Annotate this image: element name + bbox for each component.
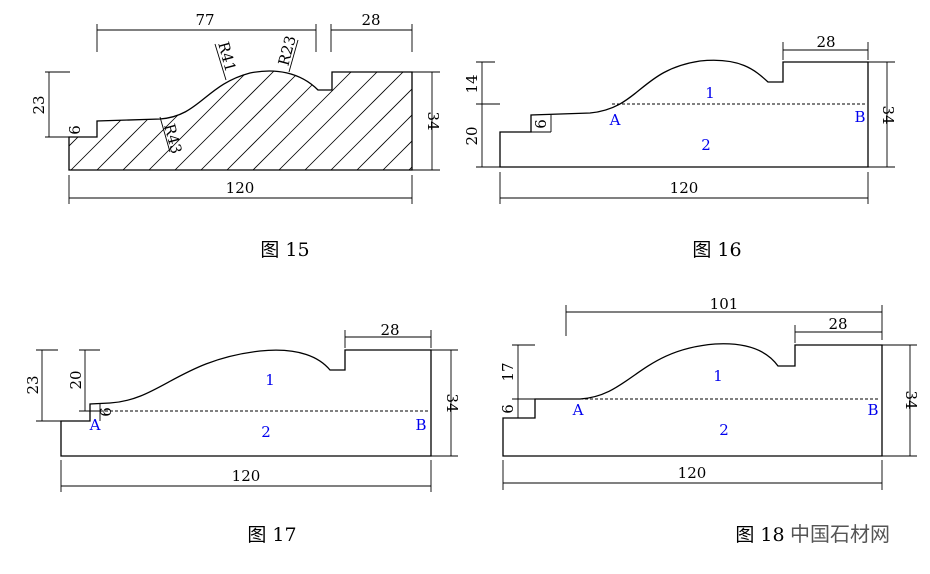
- hatch-line: [169, 71, 281, 170]
- profile-outline: [499, 59, 869, 168]
- hatch-line: [325, 71, 412, 170]
- dim-20: 20: [463, 126, 481, 145]
- dim-20: 20: [67, 370, 85, 389]
- radius-r23: R23: [275, 34, 300, 68]
- point-a: A: [572, 401, 584, 419]
- hatch-line: [403, 71, 412, 170]
- point-b: B: [415, 416, 426, 434]
- hatch-line: [508, 65, 618, 175]
- dim-34: 34: [879, 105, 897, 124]
- hatch-line: [534, 65, 644, 175]
- hatch-line: [351, 71, 412, 170]
- dim-23: 23: [24, 375, 42, 394]
- figure-17: 28 120 23 20 6 34 A B 1 2 图 17: [24, 321, 461, 546]
- dim-6: 6: [97, 407, 115, 417]
- figure-16: 28 120 14 20 6 34 A B 1 2 图 16: [463, 33, 897, 261]
- region-2: 2: [261, 423, 271, 441]
- hatch-line: [247, 71, 359, 170]
- hatch-line: [299, 71, 411, 170]
- dim-28: 28: [828, 315, 847, 333]
- hatch-line: [273, 71, 385, 170]
- dim-120: 120: [226, 179, 255, 197]
- dim-120: 120: [670, 179, 699, 197]
- hatch-line: [143, 71, 255, 170]
- dimension-lines: [36, 330, 458, 492]
- region-2: 2: [719, 421, 729, 439]
- point-a: A: [609, 111, 621, 129]
- hatch-line: [377, 71, 412, 170]
- dim-28: 28: [816, 33, 835, 51]
- dim-77: 77: [195, 11, 214, 29]
- caption-fig15: 图 15: [260, 239, 309, 261]
- region-1: 1: [705, 84, 715, 102]
- dimension-lines: [45, 24, 440, 204]
- radius-r41: R41: [214, 40, 239, 74]
- region-1: 1: [713, 367, 723, 385]
- dim-23: 23: [30, 95, 48, 114]
- caption-fig18: 图 18: [735, 524, 784, 546]
- caption-fig16: 图 16: [692, 239, 741, 261]
- hatch-line: [195, 71, 307, 170]
- dim-34: 34: [424, 111, 442, 130]
- radius-r43: R43: [160, 122, 185, 156]
- dim-6: 6: [499, 404, 517, 414]
- region-2: 2: [701, 136, 711, 154]
- dim-28: 28: [380, 321, 399, 339]
- profile-outline: [502, 343, 883, 457]
- point-b: B: [854, 108, 865, 126]
- dim-120: 120: [232, 467, 261, 485]
- dim-34: 34: [902, 390, 920, 409]
- figure-15: 77 28 120 23 6 34 R41 R23 R43 图 15: [30, 11, 644, 261]
- dimension-lines: [502, 305, 917, 490]
- point-b: B: [867, 401, 878, 419]
- profile-outline: [68, 70, 413, 171]
- hatch-line: [221, 71, 333, 170]
- watermark: 中国石材网: [790, 522, 890, 546]
- dimension-lines: [476, 42, 895, 204]
- dim-6: 6: [532, 119, 550, 129]
- dim-120: 120: [678, 464, 707, 482]
- dim-17: 17: [499, 362, 517, 381]
- hatch-line: [430, 65, 540, 175]
- region-1: 1: [265, 371, 275, 389]
- point-a: A: [89, 416, 101, 434]
- dim-6: 6: [66, 125, 84, 135]
- dim-28: 28: [361, 11, 380, 29]
- figure-18: 101 28 120 17 6 34 A B 1 2 图 18: [499, 295, 920, 546]
- dim-101: 101: [710, 295, 739, 313]
- dim-14: 14: [463, 74, 481, 93]
- dim-34: 34: [443, 393, 461, 412]
- caption-fig17: 图 17: [247, 524, 296, 546]
- profile-outline: [60, 349, 432, 457]
